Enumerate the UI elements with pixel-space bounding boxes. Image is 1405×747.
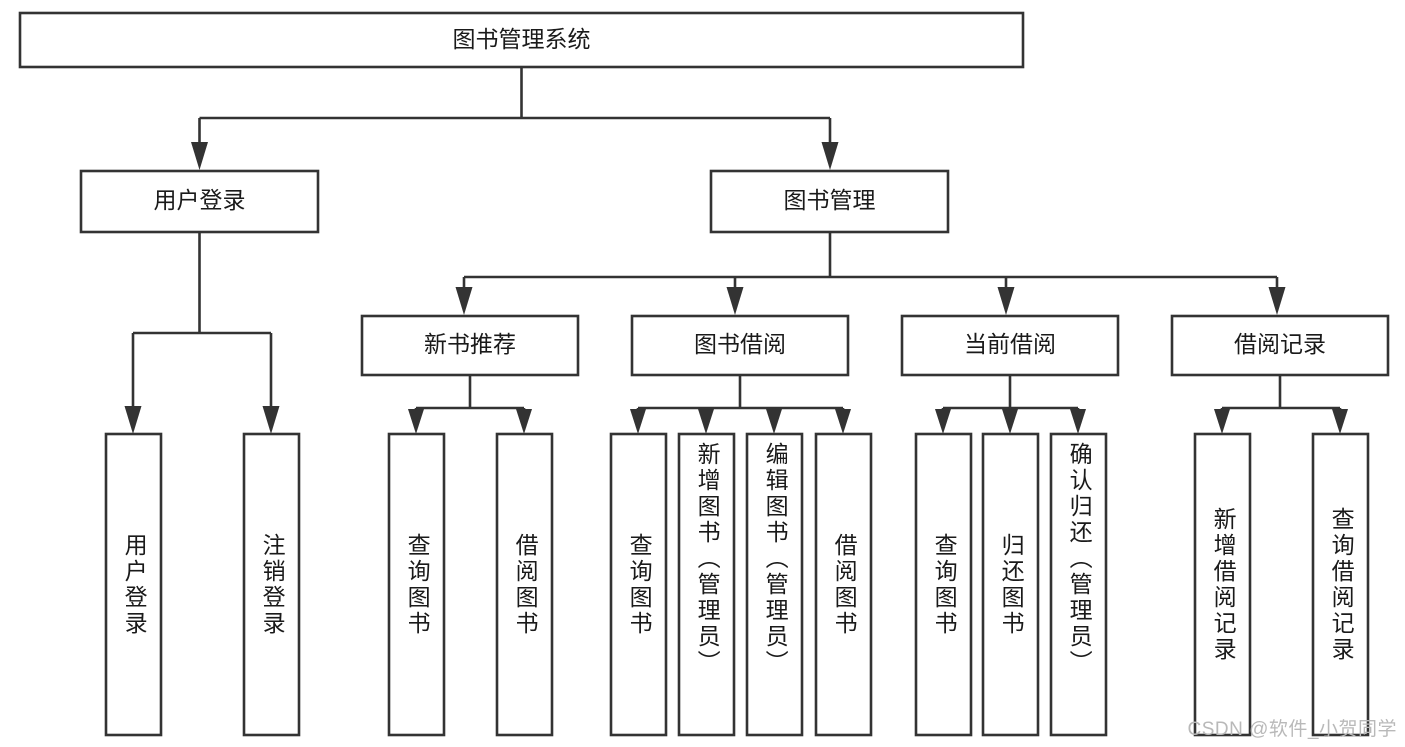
node-borrow-record-label: 借阅记录 [1234,331,1326,357]
node-current-borrow-box[interactable] [900,314,1120,377]
node-leaf-borrow-book-1-box[interactable] [495,432,554,737]
node-user-login[interactable]: 用户登录 [79,169,320,234]
node-book-borrow[interactable]: 图书借阅 [630,314,850,377]
arrowhead-leaf-add-record [1214,409,1230,434]
node-book-manage-box[interactable] [709,169,950,234]
node-root-label: 图书管理系统 [453,26,591,52]
node-leaf-confirm-return-box[interactable] [1049,432,1108,737]
arrowhead-current-borrow [997,287,1015,315]
node-leaf-add-record-box[interactable] [1193,432,1252,737]
arrowhead-leaf-query-book-2 [630,409,646,434]
connector-group-book-borrow-to-leaves [630,375,851,434]
node-new-book-rec-label: 新书推荐 [424,331,516,357]
arrowhead-leaf-borrow-book-2 [835,409,851,434]
node-leaf-user-login-box[interactable] [104,432,163,737]
arrowhead-leaf-borrow-book-1 [516,409,532,434]
arrowhead-book-borrow [726,287,744,315]
node-leaf-query-record-box[interactable] [1311,432,1370,737]
node-leaf-query-book-3-box[interactable] [914,432,973,737]
arrowhead-user-login [191,142,208,170]
node-book-manage[interactable]: 图书管理 [709,169,950,234]
node-leaf-borrow-book-2-box[interactable] [814,432,873,737]
node-new-book-rec[interactable]: 新书推荐 [360,314,580,377]
node-current-borrow-label: 当前借阅 [964,331,1056,357]
node-user-login-label: 用户登录 [154,187,246,213]
node-borrow-record[interactable]: 借阅记录 [1170,314,1390,377]
node-leaf-add-book-box[interactable] [677,432,736,737]
arrowhead-leaf-add-book [698,409,714,434]
connector-group-root-to-level2 [191,67,839,170]
node-book-borrow-box[interactable] [630,314,850,377]
node-root[interactable]: 图书管理系统 [18,11,1025,69]
node-book-borrow-label: 图书借阅 [694,331,786,357]
connector-group-current-borrow-to-leaves [935,375,1086,434]
connector-group-book-manage-to-level3 [455,232,1286,315]
node-leaf-return-book-box[interactable] [981,432,1040,737]
node-leaf-query-book-1-box[interactable] [387,432,446,737]
arrowhead-leaf-edit-book [766,409,782,434]
node-root-box[interactable] [18,11,1025,69]
arrowhead-borrow-record [1268,287,1286,315]
connector-group-user-login-to-leaves [124,232,280,434]
node-borrow-record-box[interactable] [1170,314,1390,377]
arrowhead-leaf-confirm-return [1070,409,1086,434]
node-user-login-box[interactable] [79,169,320,234]
arrowhead-leaf-user-login [124,406,142,434]
node-leaf-query-book-2-box[interactable] [609,432,668,737]
arrowhead-new-book-rec [455,287,473,315]
arrowhead-leaf-return-book [1002,409,1018,434]
node-current-borrow[interactable]: 当前借阅 [900,314,1120,377]
csdn-watermark: CSDN @软件_小贺同学 [1187,719,1397,740]
connector-group-new-book-rec-to-leaves [408,375,532,434]
connector-group-borrow-record-to-leaves [1214,375,1348,434]
node-book-manage-label: 图书管理 [784,187,876,213]
node-leaf-edit-book-box[interactable] [745,432,804,737]
arrowhead-leaf-query-book-3 [935,409,951,434]
arrowhead-book-manage [821,142,839,170]
arrowhead-leaf-user-logout [262,406,280,434]
node-new-book-rec-box[interactable] [360,314,580,377]
arrowhead-leaf-query-book-1 [408,409,424,434]
arrowhead-leaf-query-record [1332,409,1348,434]
node-leaf-user-logout-box[interactable] [242,432,301,737]
